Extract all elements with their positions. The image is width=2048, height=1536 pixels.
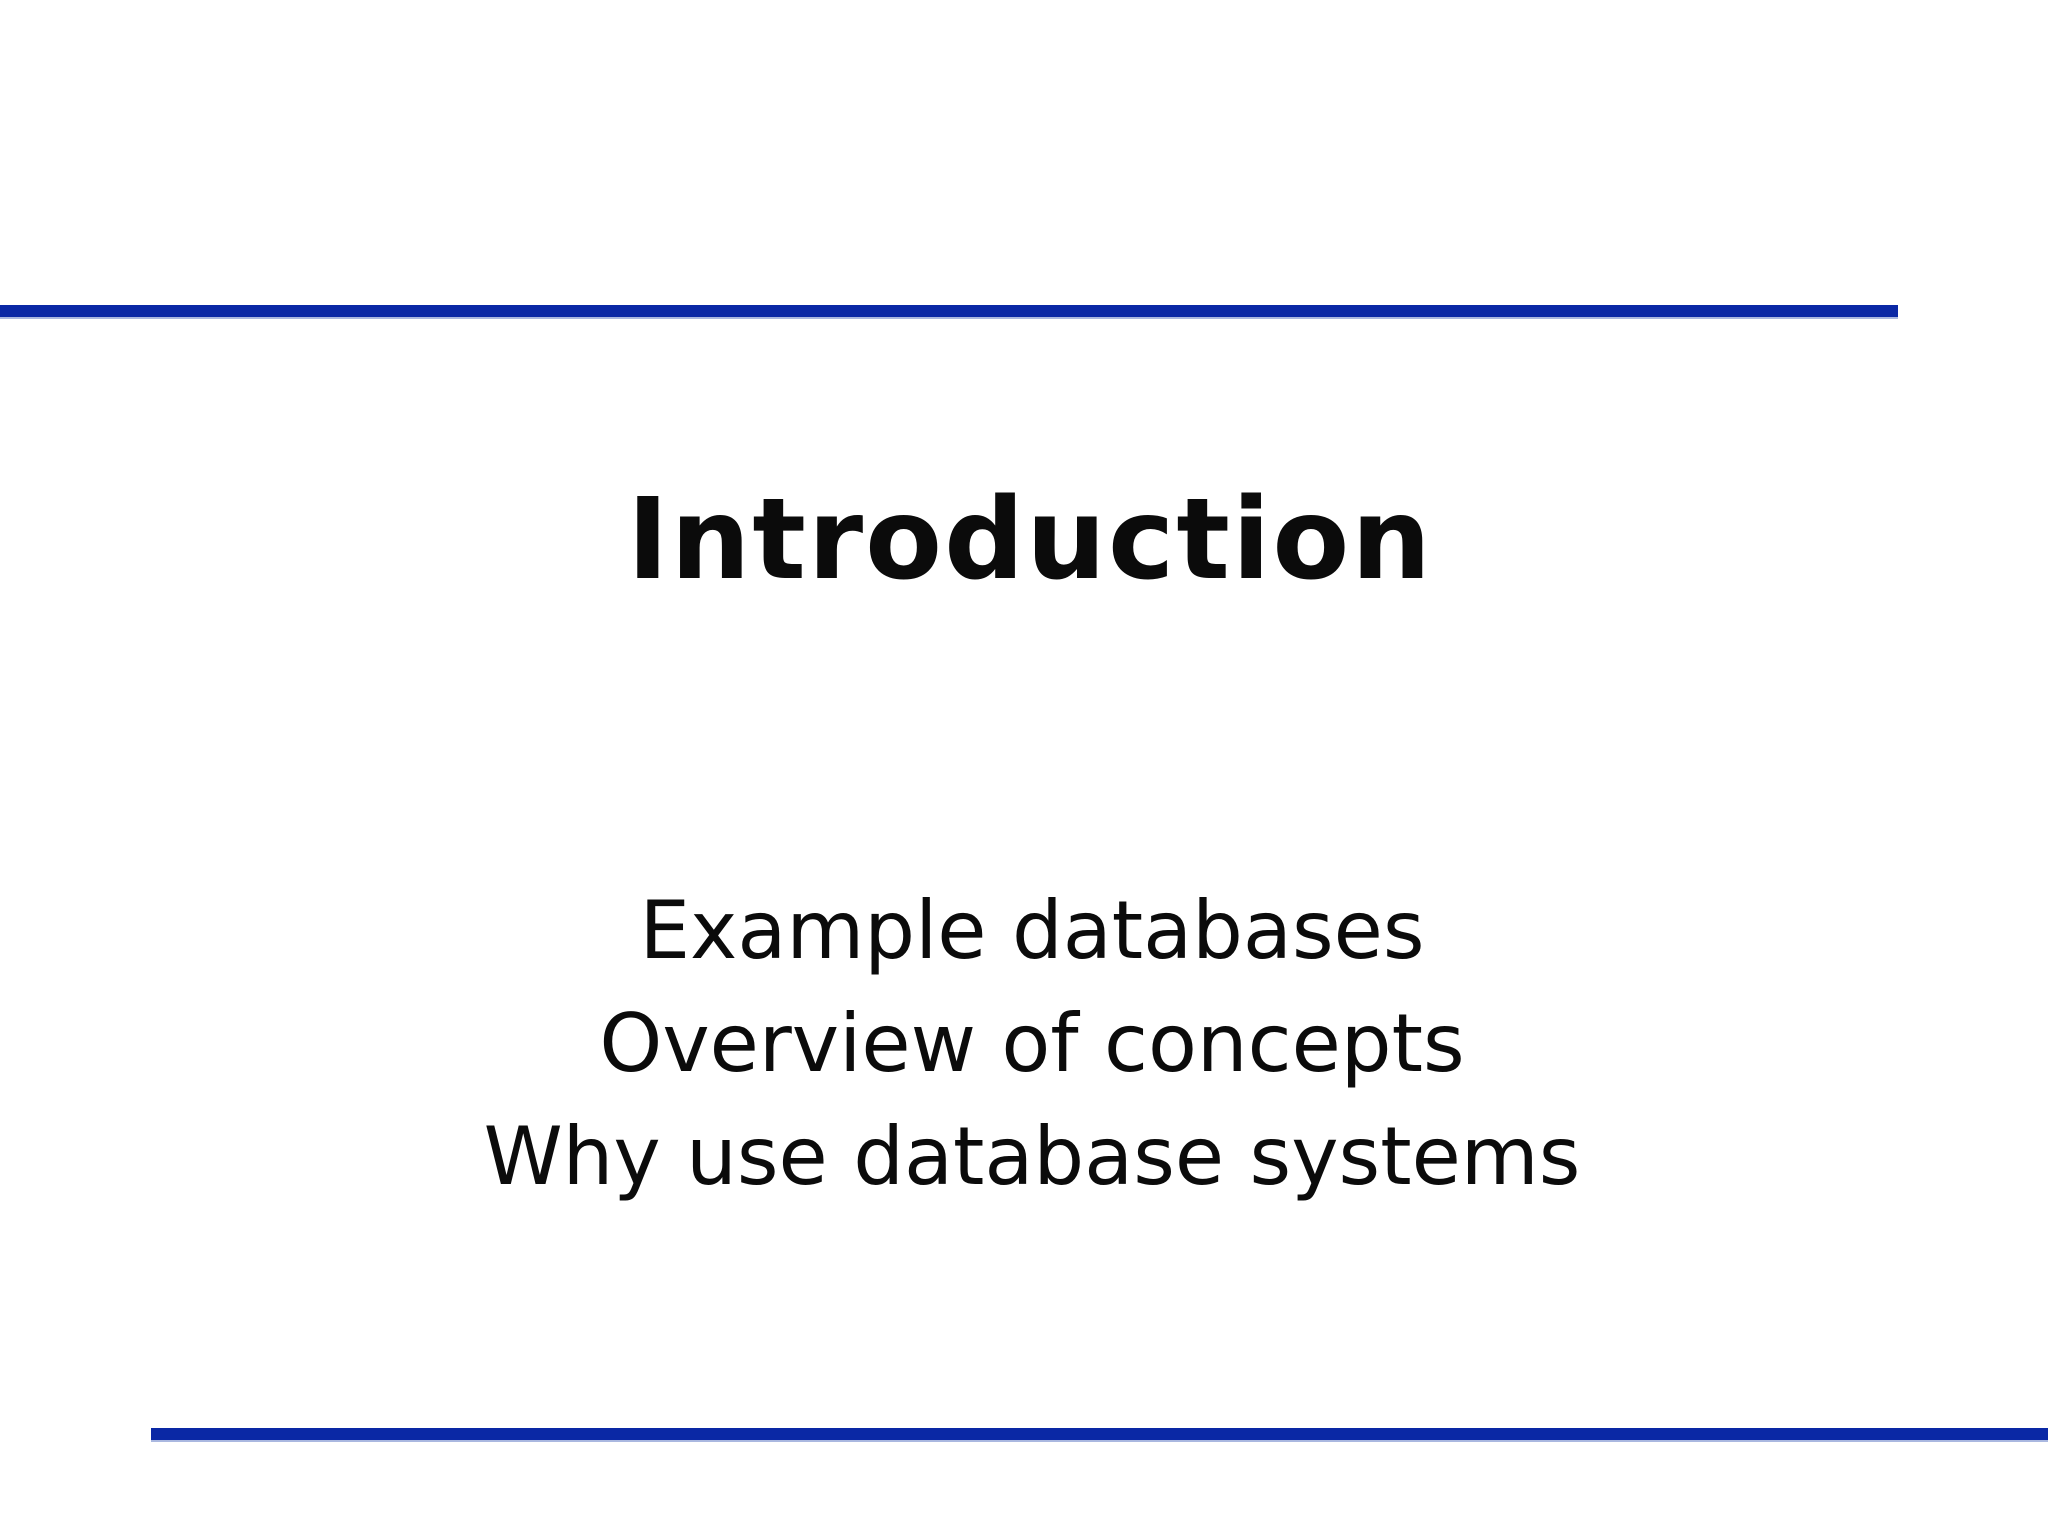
body-line-overview-of-concepts: Overview of concepts	[599, 997, 1465, 1090]
bottom-divider-line	[151, 1428, 2048, 1442]
body-line-why-use-database-systems: Why use database systems	[483, 1110, 1581, 1203]
slide-title: Introduction	[626, 475, 1434, 605]
body-line-example-databases: Example databases	[639, 884, 1425, 977]
slide-body: Example databases Overview of concepts W…	[0, 874, 2048, 1213]
top-divider-line	[0, 305, 1898, 319]
